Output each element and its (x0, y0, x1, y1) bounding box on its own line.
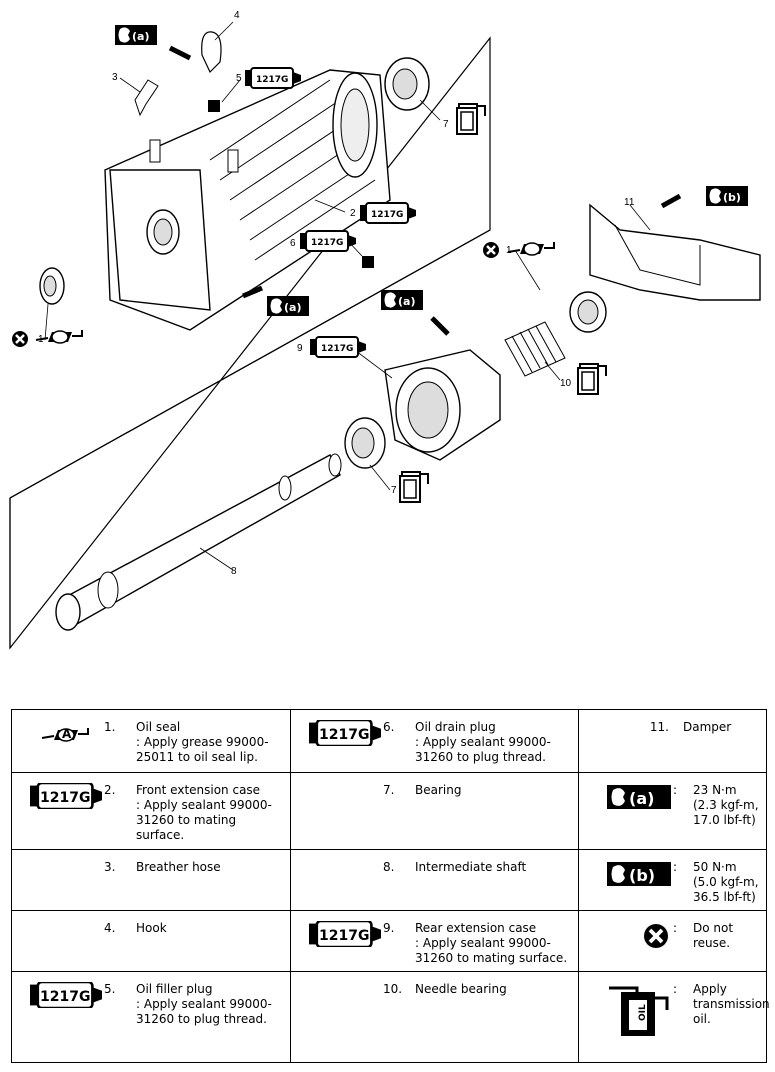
torque-wrench-a-icon: (a) (607, 785, 671, 809)
breather-hose (134, 79, 159, 117)
callout-2: 2 (350, 208, 356, 219)
sealant-tube-icon: 1217G (307, 720, 381, 746)
legend-text-3: Breather hose (136, 860, 221, 874)
callout-1b: 1 (506, 245, 512, 256)
legend-table: A 1. Oil seal : Apply grease 99000-25011… (11, 709, 770, 1063)
legend-text-5: Oil filler plug : Apply sealant 99000-31… (136, 982, 272, 1026)
callout-7a: 7 (443, 119, 449, 130)
legend-text-6: Oil drain plug : Apply sealant 99000-312… (415, 720, 551, 764)
callout-8: 8 (231, 566, 237, 577)
rear-extension-case (384, 349, 501, 461)
callout-10: 10 (560, 378, 572, 389)
legend-text-4: Hook (136, 921, 167, 935)
legend-cell-9: 1217G 9. Rear extension case : Apply sea… (290, 910, 579, 972)
hook (201, 31, 222, 74)
svg-text:1217G: 1217G (40, 790, 90, 806)
legend-text-2: Front extension case : Apply sealant 990… (136, 783, 272, 842)
legend-text-7: Bearing (415, 783, 462, 797)
legend-num-5: 5. (104, 982, 116, 996)
tag-sealant-6: 1217G (311, 238, 343, 248)
legend-text-8: Intermediate shaft (415, 860, 527, 874)
oil-seal-left (39, 267, 65, 305)
oil-drain-plug (362, 256, 374, 268)
tag-torque-a-1: (a) (132, 30, 149, 43)
legend-cell-torque-b: (b) : 50 N·m (5.0 kgf-m, 36.5 lbf-ft) (578, 849, 767, 911)
legend-num-2: 2. (104, 783, 116, 797)
svg-text:1217G: 1217G (319, 928, 369, 944)
legend-num-1: 1. (104, 720, 116, 734)
svg-text:A: A (62, 727, 72, 741)
legend-num-7: 7. (383, 783, 395, 797)
legend-cell-2: 1217G 2. Front extension case : Apply se… (11, 772, 291, 850)
sealant-tube-icon: 1217G (28, 783, 102, 809)
bearing-lower (344, 417, 386, 469)
legend-cell-torque-a: (a) : 23 N·m (2.3 kgf-m, 17.0 lbf-ft) (578, 772, 767, 850)
legend-text-11: Damper (683, 720, 732, 734)
legend-num-10: 10. (383, 982, 403, 996)
legend-num-9: 9. (383, 921, 395, 935)
svg-text:1217G: 1217G (40, 989, 90, 1005)
tag-torque-a-3: (a) (398, 295, 415, 308)
legend-cell-3: 3. Breather hose (11, 849, 291, 911)
sealant-tube-icon: 1217G (28, 982, 102, 1008)
front-extension-case (104, 69, 391, 331)
callout-1a: 1 (38, 334, 44, 345)
do-not-reuse-icon (642, 922, 670, 950)
tag-sealant-5: 1217G (256, 75, 288, 85)
damper (589, 203, 761, 301)
legend-cell-5: 1217G 5. Oil filler plug : Apply sealant… (11, 971, 291, 1063)
callout-4: 4 (234, 10, 240, 21)
oil-filler-plug (208, 100, 220, 112)
legend-text-10: Needle bearing (415, 982, 507, 996)
bearing-top (384, 57, 430, 111)
torque-wrench-b-icon: (b) (607, 862, 671, 886)
sealant-tube-icon: 1217G (307, 921, 381, 947)
legend-cell-10: 10. Needle bearing (290, 971, 579, 1063)
callout-11: 11 (624, 197, 635, 208)
needle-bearing (504, 321, 566, 377)
legend-cell-11: 11. Damper (578, 709, 767, 773)
legend-num-11: 11. (649, 720, 669, 734)
svg-text:(a): (a) (629, 789, 654, 808)
legend-cell-oil: OIL : Apply transmission oil. (578, 971, 770, 1063)
tag-torque-a-2: (a) (284, 301, 301, 314)
intermediate-shaft (55, 453, 342, 631)
legend-num-8: 8. (383, 860, 395, 874)
svg-text:OIL: OIL (638, 1004, 648, 1021)
tag-sealant-9: 1217G (321, 344, 353, 354)
legend-cell-4: 4. Hook (11, 910, 291, 972)
grease-gun-icon: A (41, 727, 89, 742)
legend-cell-7: 7. Bearing (290, 772, 579, 850)
legend-cell-6: 1217G 6. Oil drain plug : Apply sealant … (290, 709, 579, 773)
legend-text-9: Rear extension case : Apply sealant 9900… (415, 921, 568, 965)
legend-cell-noreuse: : Do not reuse. (578, 910, 767, 972)
exploded-diagram: (a) (a) (a) (b) 1217G 1217G 1217G 1217G … (9, 10, 761, 650)
legend-cell-1: A 1. Oil seal : Apply grease 99000-25011… (11, 709, 291, 773)
svg-text:1217G: 1217G (319, 727, 369, 743)
callout-5: 5 (236, 73, 242, 84)
svg-text:(b): (b) (629, 866, 655, 885)
oil-seal-right (569, 291, 607, 333)
legend-num-4: 4. (104, 921, 116, 935)
tag-torque-b: (b) (723, 191, 741, 204)
legend-cell-8: 8. Intermediate shaft (290, 849, 579, 911)
callout-7b: 7 (391, 485, 397, 496)
legend-text-torque-a: 23 N·m (2.3 kgf-m, 17.0 lbf-ft) (693, 783, 759, 827)
legend-text-torque-b: 50 N·m (5.0 kgf-m, 36.5 lbf-ft) (693, 860, 759, 904)
legend-num-3: 3. (104, 860, 116, 874)
callout-3: 3 (112, 72, 118, 83)
legend-text-oil: Apply transmission oil. (693, 982, 770, 1026)
legend-num-6: 6. (383, 720, 395, 734)
oil-can-icon: OIL (609, 986, 669, 1036)
legend-text-noreuse: Do not reuse. (693, 921, 734, 950)
callout-6: 6 (290, 238, 296, 249)
tag-sealant-2: 1217G (371, 210, 403, 220)
legend-text-1: Oil seal : Apply grease 99000-25011 to o… (136, 720, 269, 764)
callout-9: 9 (297, 343, 303, 354)
